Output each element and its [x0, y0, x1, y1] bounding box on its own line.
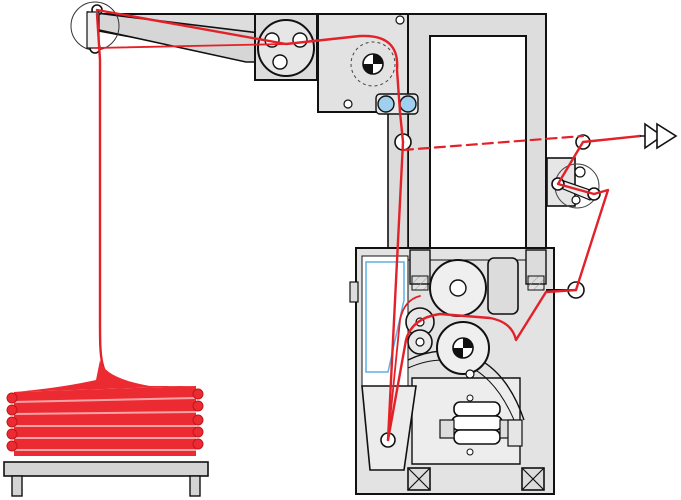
- twin-roller-b-icon: [399, 95, 417, 113]
- mount-block-tl: [409, 249, 431, 291]
- thread-to-feed: [95, 8, 405, 144]
- guide-wheel-halo: [350, 41, 396, 87]
- upper-drive-hub: [449, 279, 467, 297]
- thread-lift: [95, 12, 120, 390]
- thread-entry-return: [94, 43, 287, 49]
- thread-chute-return: [387, 295, 421, 441]
- arrow-output-icon: [640, 122, 678, 150]
- feed-roller-hub-3: [272, 54, 288, 70]
- small-pin-top-icon: [395, 15, 405, 25]
- tension-pivot2-icon: [571, 195, 581, 205]
- thread-to-tension: [556, 134, 642, 292]
- side-tab: [349, 281, 359, 303]
- lower-drive-center-mark: [453, 338, 473, 358]
- column-window: [429, 35, 527, 249]
- lower-bracket: [507, 419, 523, 447]
- lower-pin-a-icon: [465, 369, 475, 379]
- guide-wheel-center-mark: [363, 54, 383, 74]
- rollers: [70, 1, 601, 448]
- twin-roller-a-icon: [377, 95, 395, 113]
- nip-roller-b-hub: [415, 337, 425, 347]
- thread-roll-icon: [6, 360, 204, 456]
- thread-lower-loop: [386, 288, 578, 442]
- feed-roller-icon: [257, 19, 315, 77]
- feed-roller-hub-2: [292, 32, 308, 48]
- thread-dashed-output: [401, 134, 585, 152]
- mount-block-bl: [407, 467, 431, 491]
- mount-block-tr: [525, 249, 547, 291]
- mount-block-br: [521, 467, 545, 491]
- drive-motor-housing: [487, 257, 519, 315]
- small-pin-icon: [343, 99, 353, 109]
- pallet-icon: [3, 461, 209, 497]
- tension-pivot-icon: [574, 166, 586, 178]
- thread-down-column: [386, 140, 405, 442]
